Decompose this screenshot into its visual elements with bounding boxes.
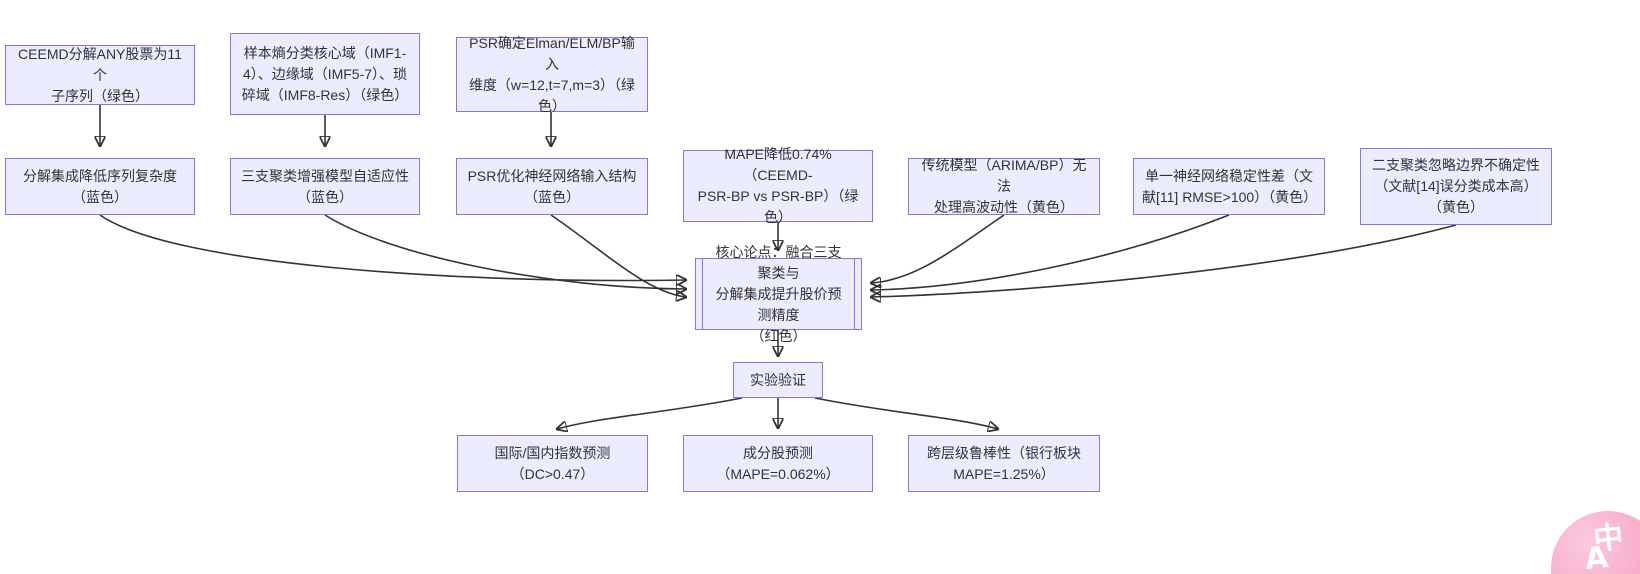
edge-experiment-robust xyxy=(814,397,998,429)
node-constituent-stock-prediction: 成分股预测 （MAPE=0.062%） xyxy=(683,435,873,492)
edge-traditional-core xyxy=(871,214,1005,283)
node-cross-level-robustness: 跨层级鲁棒性（银行板块 MAPE=1.25%） xyxy=(908,435,1100,492)
edge-decomp-core xyxy=(99,214,686,280)
edge-psropt-core xyxy=(550,214,686,297)
translate-badge-latin-glyph: A xyxy=(1583,539,1610,574)
edge-experiment-indexpred xyxy=(557,397,743,429)
node-mape-reduction: MAPE降低0.74%（CEEMD- PSR-BP vs PSR-BP）（绿 色… xyxy=(683,146,873,225)
node-single-nn-instability: 单一神经网络稳定性差（文 献[11] RMSE>100）（黄色） xyxy=(1133,158,1325,215)
node-core-thesis: 核心论点：融合三支聚类与 分解集成提升股价预测精度 （红色） xyxy=(695,244,862,344)
node-experimental-validation: 实验验证 xyxy=(733,362,823,398)
edge-singlenn-core xyxy=(871,214,1230,290)
node-psr-optimize-input: PSR优化神经网络输入结构 （蓝色） xyxy=(456,158,648,215)
node-decomposition-ensemble: 分解集成降低序列复杂度 （蓝色） xyxy=(5,158,195,215)
node-ceemd-decompose: CEEMD分解ANY股票为11个 子序列（绿色） xyxy=(5,45,195,105)
node-twoway-clustering-limit: 二支聚类忽略边界不确定性 （文献[14]误分类成本高） （黄色） xyxy=(1360,148,1552,225)
node-traditional-models-limit: 传统模型（ARIMA/BP）无法 处理高波动性（黄色） xyxy=(908,157,1100,215)
node-psr-input-dimension: PSR确定Elman/ELM/BP输入 维度（w=12,t=7,m=3）（绿 色… xyxy=(456,35,648,114)
edge-threeway-core xyxy=(324,214,686,289)
node-index-prediction: 国际/国内指数预测 （DC>0.47） xyxy=(457,435,648,492)
translate-badge-button[interactable]: 中 A xyxy=(1551,511,1640,574)
edge-twoway-core xyxy=(871,224,1457,297)
node-sample-entropy-domains: 样本熵分类核心域（IMF1- 4）、边缘域（IMF5-7）、琐 碎域（IMF8-… xyxy=(230,33,420,115)
node-threeway-clustering: 三支聚类增强模型自适应性 （蓝色） xyxy=(230,158,420,215)
